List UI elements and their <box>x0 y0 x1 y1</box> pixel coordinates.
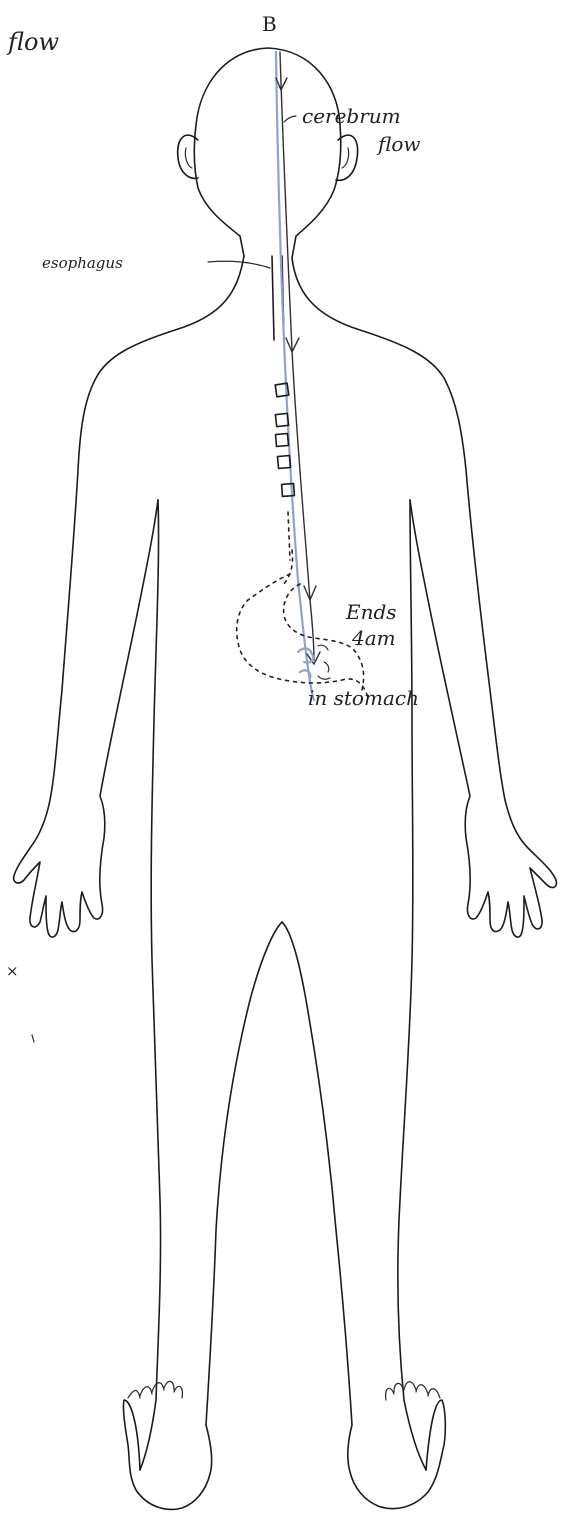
stomach-ink-marks <box>318 645 330 679</box>
meridian-letter-label: B <box>262 14 277 34</box>
stray-x-mark: × <box>6 964 19 979</box>
ends-label: Ends <box>346 602 397 622</box>
esophagus-line-left <box>272 256 274 340</box>
stomach-top <box>282 550 293 586</box>
left-ear-inner <box>185 148 192 168</box>
ends-time-label: 4am <box>352 628 396 648</box>
left-toes <box>128 1381 182 1398</box>
right-ear <box>336 135 358 180</box>
right-torso-side <box>398 500 426 1470</box>
corner-flow-label: flow <box>8 30 59 54</box>
in-stomach-label: in stomach <box>308 688 419 708</box>
stray-tick-left <box>32 1035 34 1042</box>
vertebra-3 <box>275 433 288 446</box>
right-inner-leg <box>282 922 352 1425</box>
left-inner-leg <box>206 922 282 1425</box>
right-ear-inner <box>342 148 349 168</box>
cerebrum-flow-label: flow <box>378 134 421 154</box>
right-foot <box>348 1400 445 1509</box>
spine-dots <box>288 512 290 560</box>
left-foot <box>123 1400 211 1509</box>
stomach-outer <box>237 574 368 698</box>
esophagus-pointer <box>208 261 270 268</box>
esophagus-label: esophagus <box>42 256 123 271</box>
cerebrum-label: cerebrum <box>302 106 401 126</box>
cerebrum-pointer <box>284 116 296 122</box>
right-body-outline <box>292 258 556 937</box>
arrow-esophagus <box>286 338 299 352</box>
left-body-outline <box>14 256 244 937</box>
head-outline <box>194 48 340 258</box>
vertebra-4 <box>277 455 290 468</box>
meridian-blue-line <box>276 52 314 700</box>
left-torso-side <box>140 500 161 1470</box>
right-toes <box>386 1382 440 1400</box>
